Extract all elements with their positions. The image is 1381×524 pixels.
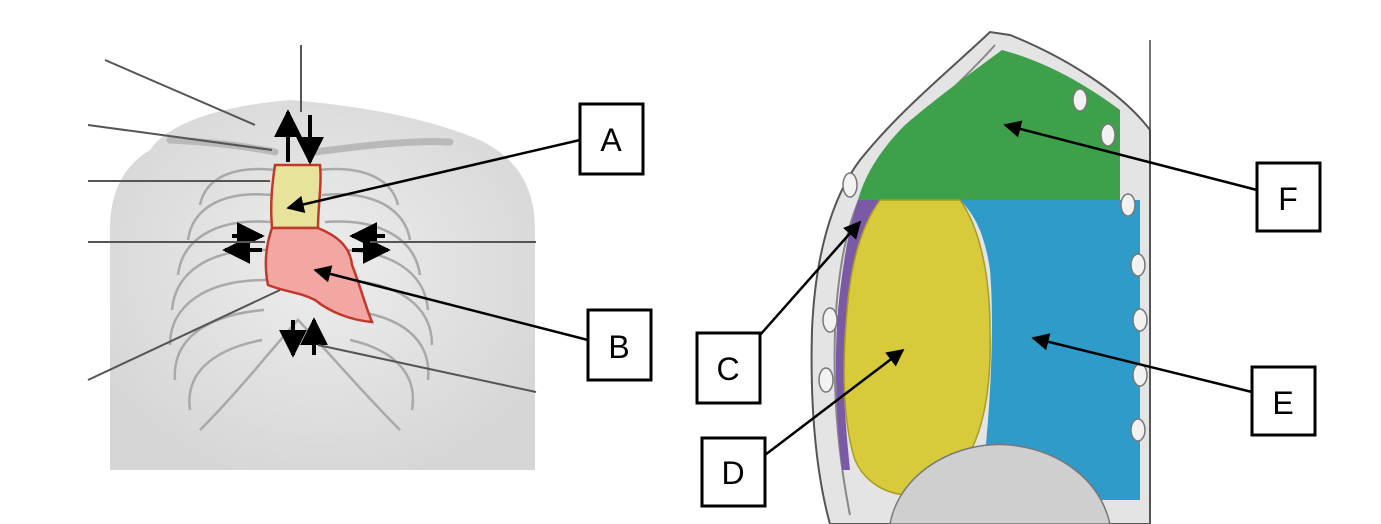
label-b-text: B [608, 329, 629, 365]
chest-anterior-illustration: A B [87, 45, 653, 470]
label-box-c: C [695, 331, 762, 405]
anterior-ribs [818, 172, 858, 393]
label-box-a: A [578, 102, 645, 176]
pointer-b-line [313, 265, 589, 342]
label-box-b: B [586, 308, 653, 382]
posterior-ribs [1072, 88, 1148, 442]
pointer-c-line [759, 220, 862, 336]
pointer-e-line [1031, 333, 1253, 394]
label-f-text: F [1278, 181, 1298, 217]
diaphragm [889, 443, 1111, 524]
label-c-text: C [716, 351, 739, 387]
right-clavicle [311, 138, 454, 156]
costal-arch [199, 318, 401, 431]
left-leader-lines [87, 45, 537, 393]
pointer-d-line [764, 348, 905, 456]
superior-mediastinum-region [269, 163, 322, 230]
pointer-a-line [286, 138, 581, 213]
pointer-f-line [1003, 120, 1258, 192]
anterior-region-purple [835, 200, 880, 470]
mediastinum-lateral-illustration: F C D E [695, 30, 1322, 524]
label-d-text: D [721, 455, 744, 491]
superior-region-green [858, 50, 1120, 200]
label-box-d: D [700, 436, 767, 508]
label-box-e: E [1250, 365, 1317, 437]
label-box-f: F [1255, 161, 1322, 233]
label-e-text: E [1272, 385, 1293, 421]
label-a-text: A [600, 122, 622, 158]
left-ribs [168, 167, 276, 411]
